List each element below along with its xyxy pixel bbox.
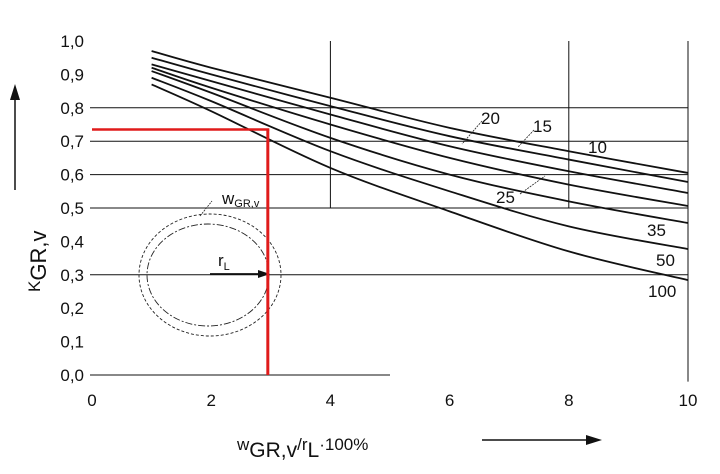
- y-tick-label: 1,0: [60, 32, 84, 51]
- inset-w-label: wGR,v: [221, 189, 260, 210]
- curve-35: [151, 70, 689, 224]
- y-arrow-head-icon: [10, 84, 20, 100]
- leader-line: [517, 129, 535, 148]
- grid-lines: [90, 41, 689, 382]
- leader-line: [461, 120, 483, 145]
- y-axis-label: KGR,v: [10, 84, 51, 292]
- x-tick-label: 10: [679, 391, 698, 410]
- inset-leader: [199, 200, 213, 217]
- svg-text:KGR,v: KGR,v: [25, 231, 51, 292]
- y-tick-label: 0,9: [60, 65, 84, 84]
- curve-100: [151, 83, 689, 282]
- x-tick-label: 6: [445, 391, 454, 410]
- x-arrow-head-icon: [586, 435, 602, 445]
- y-tick-label: 0,6: [60, 166, 84, 185]
- y-tick-label: 0,7: [60, 132, 84, 151]
- series-label-15: 15: [533, 117, 552, 136]
- leader-line: [519, 175, 546, 195]
- series-label-35: 35: [647, 221, 666, 240]
- x-axis-label: wGR,v/rL·100%: [236, 435, 602, 462]
- y-tick-label: 0,1: [60, 333, 84, 352]
- curve-10: [151, 50, 689, 174]
- y-tick-label: 0,0: [60, 366, 84, 385]
- curve-15: [151, 56, 689, 183]
- y-tick-label: 0,8: [60, 99, 84, 118]
- x-tick-label: 2: [206, 391, 215, 410]
- series-label-100: 100: [648, 282, 676, 301]
- arrow-head-icon: [258, 270, 270, 278]
- y-tick-label: 0,4: [60, 232, 84, 251]
- series-label-20: 20: [481, 109, 500, 128]
- curves: [151, 50, 689, 282]
- y-tick-label: 0,5: [60, 199, 84, 218]
- reading-example-lines: [92, 128, 270, 375]
- y-tick-label: 0,3: [60, 266, 84, 285]
- x-tick-label: 0: [87, 391, 96, 410]
- deflection-inset: wGR,v rL: [138, 189, 282, 337]
- series-labels: 10 15 20 25 35 50 100: [461, 109, 676, 301]
- inset-r-label: rL: [218, 251, 230, 273]
- series-label-10: 10: [588, 138, 607, 157]
- curve-50: [151, 76, 689, 250]
- series-label-50: 50: [656, 251, 675, 270]
- x-tick-label: 4: [326, 391, 335, 410]
- inset-ellipse-dashed: [138, 213, 282, 337]
- tick-labels: 0,0 0,1 0,2 0,3 0,4 0,5 0,6 0,7 0,8 0,9 1,0 0 2 4 6 8 10: [60, 32, 697, 410]
- curve-25: [151, 66, 689, 207]
- x-tick-label: 8: [564, 391, 573, 410]
- svg-text:wGR,v/rL·100%: wGR,v/rL·100%: [236, 435, 368, 462]
- curve-20: [151, 63, 689, 194]
- y-tick-label: 0,2: [60, 299, 84, 318]
- series-label-25: 25: [496, 188, 515, 207]
